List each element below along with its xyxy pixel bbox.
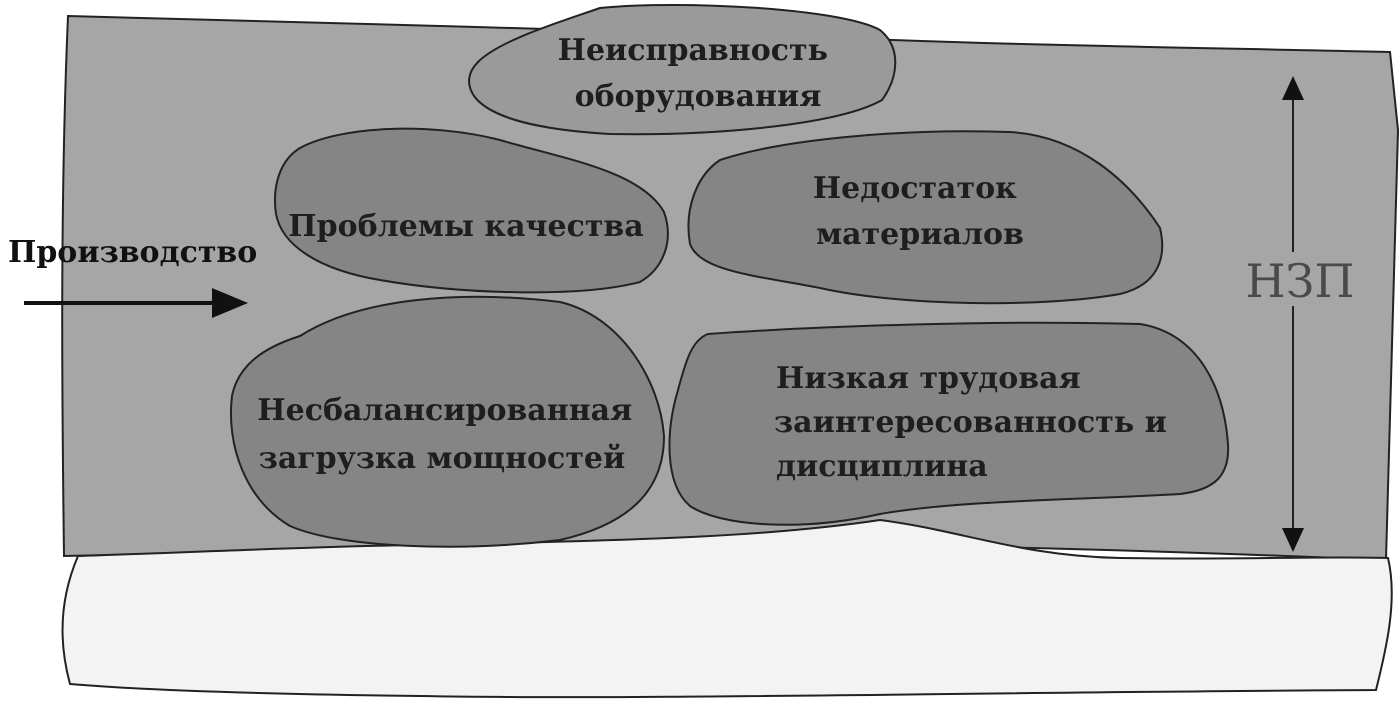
production-label: Производство (8, 235, 257, 270)
obstacle-quality-rock (274, 127, 669, 294)
obstacle-quality-label: Проблемы качества (288, 209, 643, 244)
obstacle-materials-rock (687, 130, 1164, 305)
production-arrow-head (212, 288, 248, 318)
obstacle-equipment-rock (468, 3, 897, 136)
wip-level-arrow-head-bottom (1282, 528, 1304, 552)
obstacle-equipment-label: Неисправность оборудования (558, 33, 839, 114)
wip-label: НЗП (1246, 254, 1355, 308)
obstacle-labor-rock (668, 321, 1230, 526)
obstacle-labor-label: Низкая трудовая заинтересованность и дис… (774, 361, 1177, 484)
obstacle-materials-label: Недостаток материалов (813, 171, 1027, 252)
obstacle-capacity-label: Несбалансированная загрузка мощностей (257, 393, 642, 476)
wip-label-backdrop (1250, 252, 1338, 306)
seabed-area (61, 518, 1393, 699)
wip-level-arrow-head-top (1282, 76, 1304, 100)
obstacle-capacity-rock (230, 295, 666, 548)
